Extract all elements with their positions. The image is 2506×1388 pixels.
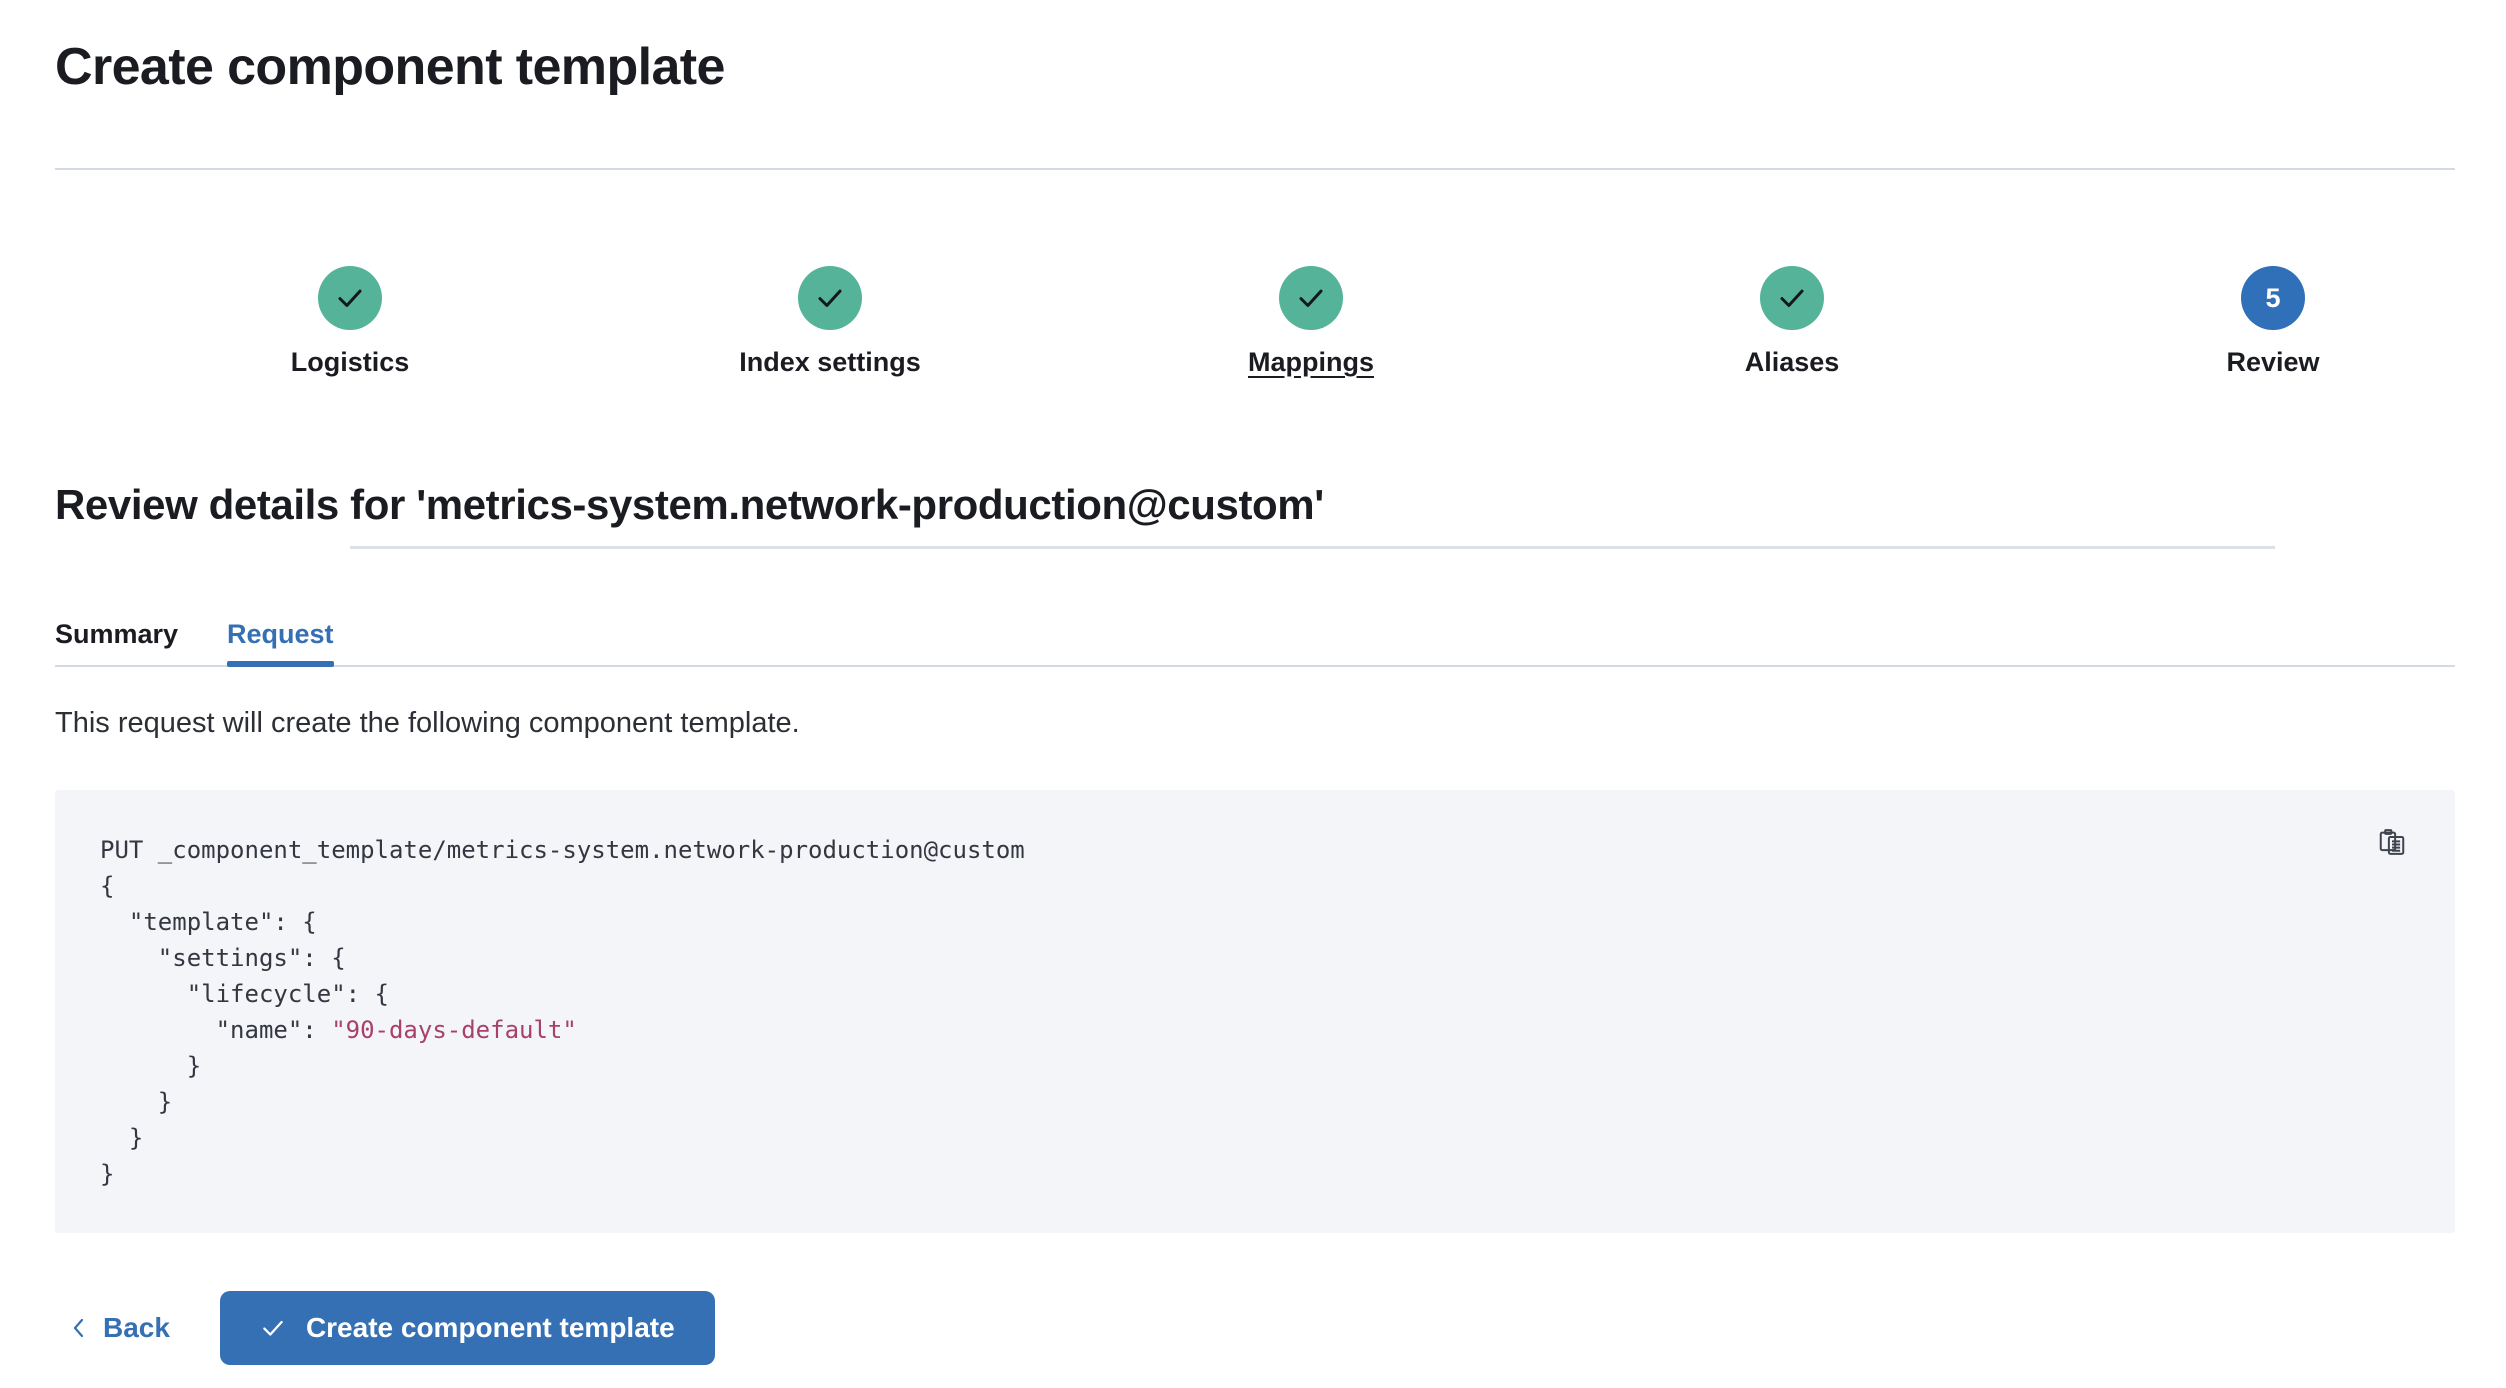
step-index-settings[interactable]: Index settings (670, 250, 990, 378)
step-mappings[interactable]: Mappings (1151, 250, 1471, 378)
check-icon (1780, 289, 1804, 307)
request-description: This request will create the following c… (55, 707, 800, 739)
step-label: Mappings (1248, 347, 1374, 377)
footer-actions: Back Create component template (55, 1288, 715, 1368)
check-icon (1299, 289, 1323, 307)
check-icon (338, 289, 362, 307)
back-button-label: Back (103, 1312, 170, 1343)
title-divider (55, 168, 2455, 170)
step-status-circle (318, 266, 382, 330)
create-component-template-button[interactable]: Create component template (219, 1291, 715, 1365)
wizard-stepper: Logistics Index settings Mappings Aliase… (55, 250, 2455, 549)
step-status-circle: 5 (2241, 266, 2305, 330)
step-number: 5 (2265, 282, 2281, 313)
step-label: Index settings (739, 347, 921, 377)
clipboard-copy-icon (2379, 829, 2405, 855)
step-label: Aliases (1744, 347, 1840, 377)
review-tabs: Summary Request (55, 595, 2455, 667)
tab-request-label: Request (227, 618, 334, 649)
step-status-circle (1279, 266, 1343, 330)
step-label: Logistics (290, 347, 410, 377)
step-status-circle (1760, 266, 1824, 330)
chevron-left-icon (73, 1318, 84, 1338)
step-review[interactable]: 5 Review (2113, 250, 2433, 378)
check-icon (263, 1320, 283, 1336)
review-heading: Review details for 'metrics-system.netwo… (55, 481, 1324, 528)
stepper-track (350, 546, 2275, 549)
request-code-panel: PUT _component_template/metrics-system.n… (55, 790, 2455, 1233)
back-button[interactable]: Back (55, 1302, 184, 1354)
step-label: Review (2226, 347, 2320, 377)
tabs-baseline (55, 665, 2455, 667)
step-aliases[interactable]: Aliases (1632, 250, 1952, 378)
step-logistics[interactable]: Logistics (190, 250, 510, 378)
active-tab-underline (227, 661, 334, 667)
tab-request[interactable]: Request (227, 595, 334, 667)
request-code: PUT _component_template/metrics-system.n… (100, 836, 1025, 1188)
code-lifecycle-name: "90-days-default" (331, 1016, 577, 1044)
check-icon (818, 289, 842, 307)
tab-summary[interactable]: Summary (55, 595, 178, 667)
step-status-circle (798, 266, 862, 330)
page-title: Create component template (55, 38, 725, 96)
code-method-line: PUT _component_template/metrics-system.n… (100, 836, 1025, 864)
create-button-label: Create component template (305, 1312, 675, 1343)
copy-icon[interactable] (2367, 817, 2417, 867)
